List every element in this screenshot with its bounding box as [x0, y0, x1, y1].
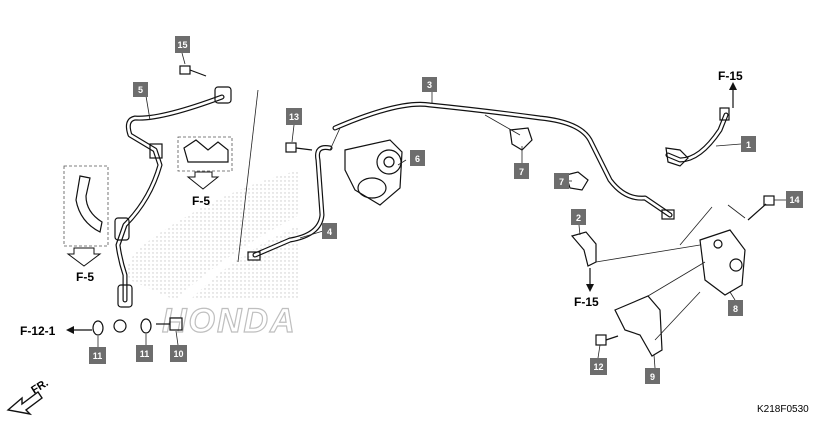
svg-text:8: 8 — [733, 304, 738, 314]
svg-text:5: 5 — [138, 85, 143, 95]
leader-lines — [97, 52, 786, 369]
svg-text:13: 13 — [289, 112, 299, 122]
detail-box-right — [177, 136, 233, 172]
callout-11-right: 11 — [136, 345, 153, 362]
callout-2: 2 — [571, 209, 586, 225]
svg-text:6: 6 — [415, 154, 420, 164]
brake-hose-5 — [113, 86, 232, 333]
callout-14: 14 — [786, 191, 803, 208]
callout-7-lower: 7 — [554, 173, 569, 189]
svg-text:14: 14 — [789, 195, 799, 205]
svg-text:12: 12 — [593, 362, 603, 372]
brake-pipe-3 — [332, 101, 675, 220]
bolt-10 — [156, 317, 183, 331]
callout-13: 13 — [286, 108, 302, 125]
svg-text:15: 15 — [177, 40, 187, 50]
svg-text:7: 7 — [519, 167, 524, 177]
washer-11-left — [92, 320, 104, 336]
svg-text:11: 11 — [93, 351, 103, 361]
brake-pipe-1 — [665, 107, 730, 167]
bolt-14 — [747, 195, 775, 221]
callout-9: 9 — [645, 368, 660, 384]
callout-4: 4 — [322, 223, 337, 239]
callout-5: 5 — [133, 82, 148, 97]
callout-12: 12 — [590, 358, 607, 375]
callout-11-left: 11 — [89, 347, 106, 364]
svg-text:10: 10 — [173, 349, 183, 359]
svg-text:7: 7 — [559, 177, 564, 187]
ref-f5-left: F-5 — [76, 270, 94, 284]
ref-arrows — [66, 82, 737, 334]
svg-text:11: 11 — [140, 349, 150, 359]
callout-10: 10 — [170, 345, 187, 362]
bracket-9 — [614, 295, 663, 357]
detail-box-left — [63, 165, 109, 247]
brake-pipe-4 — [247, 145, 333, 261]
clip-7 — [565, 171, 589, 191]
svg-text:1: 1 — [746, 140, 751, 150]
callout-15: 15 — [175, 36, 190, 53]
washer-11-right — [140, 318, 152, 334]
callout-1: 1 — [741, 136, 756, 152]
ref-f15-top: F-15 — [718, 69, 743, 83]
callout-6: 6 — [410, 150, 425, 166]
svg-text:9: 9 — [650, 372, 655, 382]
honda-wing-watermark: HONDA — [127, 170, 300, 341]
callout-7-upper: 7 — [514, 163, 529, 179]
fitting-2 — [570, 231, 597, 267]
honda-watermark-text: HONDA — [162, 302, 297, 340]
svg-text:4: 4 — [327, 227, 332, 237]
front-direction-arrow: FR. — [6, 377, 51, 416]
diagram-code: K218F0530 — [757, 404, 809, 415]
svg-text:FR.: FR. — [29, 377, 50, 397]
svg-text:2: 2 — [576, 213, 581, 223]
bolt-12 — [595, 334, 619, 346]
valve-8 — [699, 229, 746, 296]
modulator-unit-6 — [344, 139, 403, 206]
bolt-15 — [179, 65, 207, 77]
svg-text:3: 3 — [427, 80, 432, 90]
ref-f15-bottom: F-15 — [574, 295, 599, 309]
callout-3: 3 — [422, 77, 437, 92]
bolt-13 — [285, 142, 313, 153]
ref-f5-right: F-5 — [192, 194, 210, 208]
callout-8: 8 — [728, 300, 743, 316]
ref-f12-1: F-12-1 — [20, 324, 56, 338]
